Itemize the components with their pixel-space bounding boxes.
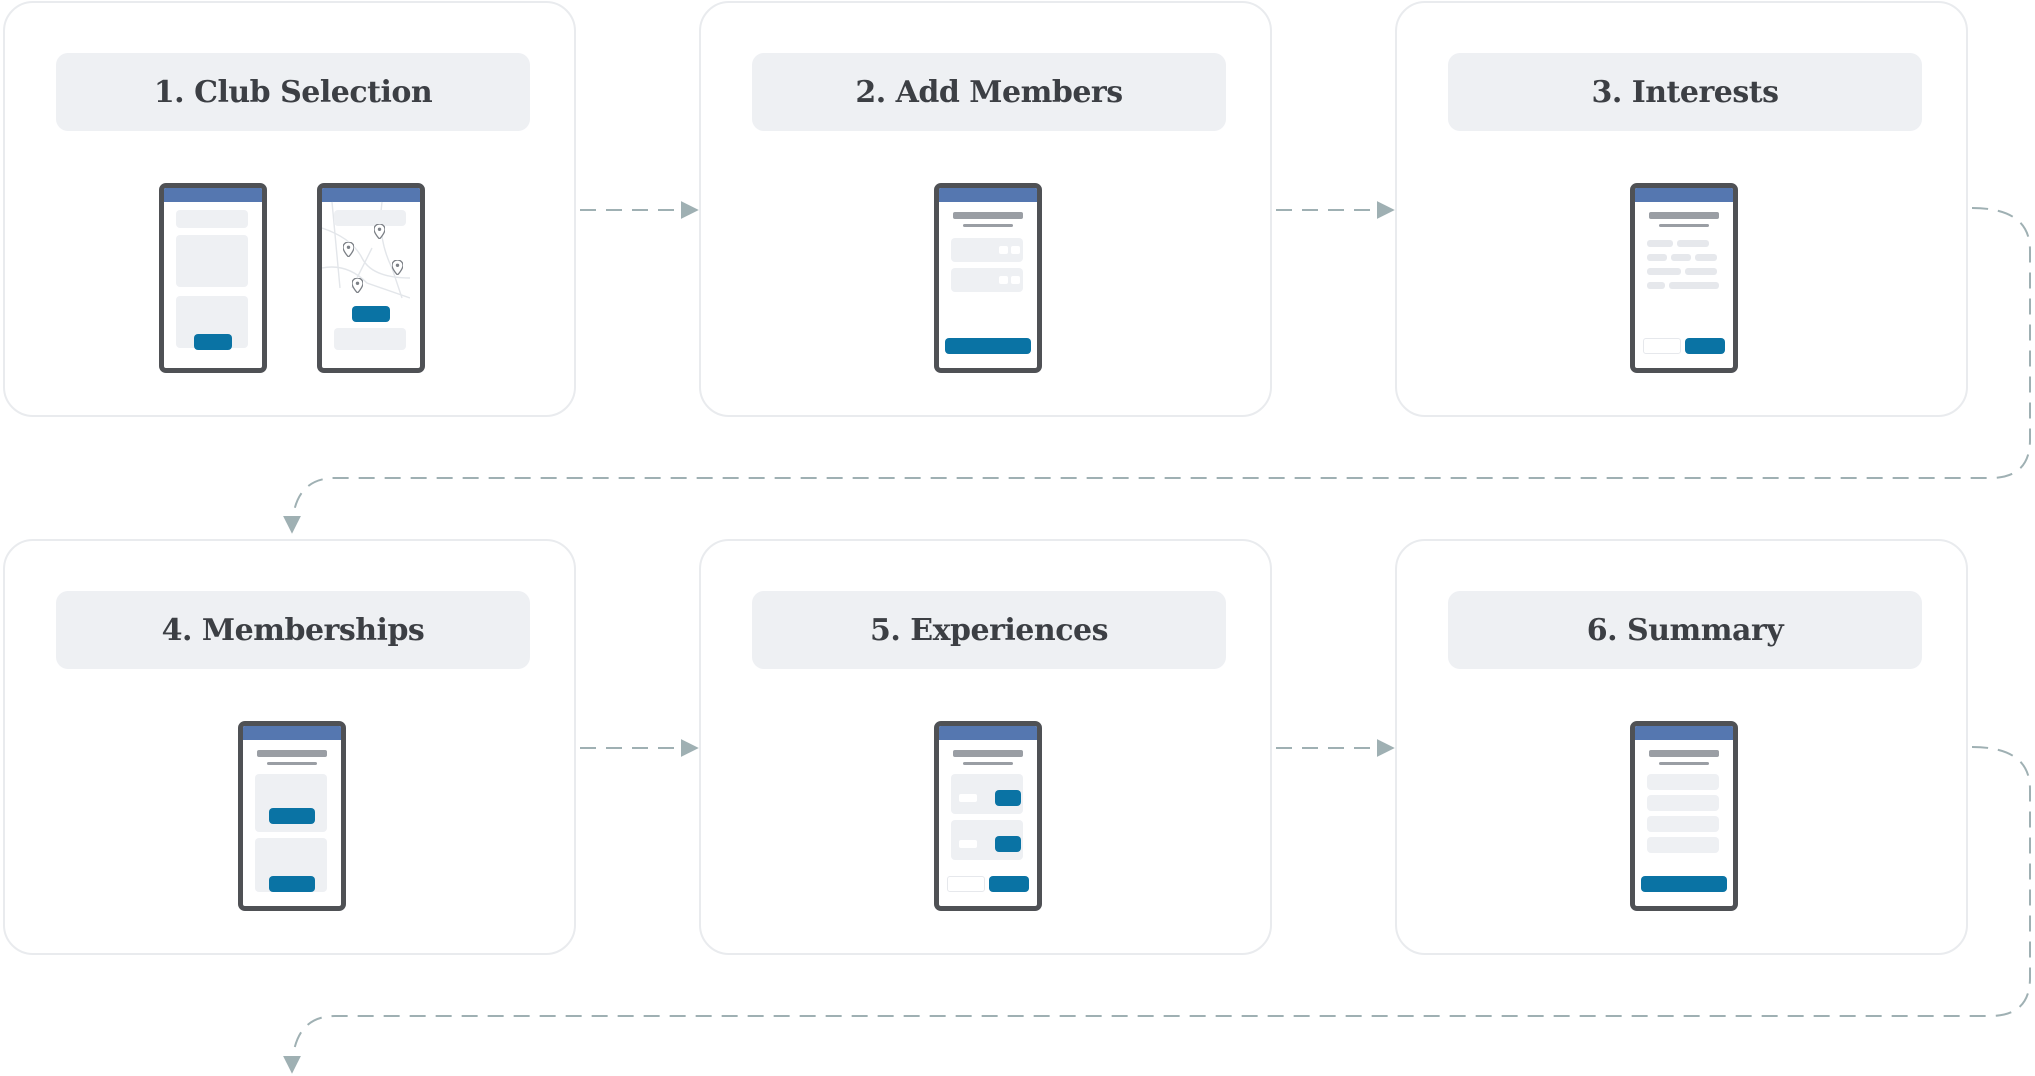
step-title-bar: 4. Memberships — [56, 591, 530, 669]
placeholder-secondary-button — [1642, 338, 1681, 354]
placeholder-button — [193, 334, 232, 350]
placeholder-chip — [1668, 282, 1719, 289]
placeholder-button — [988, 876, 1029, 892]
placeholder-chip — [1676, 240, 1709, 247]
placeholder-subheading — [962, 762, 1013, 765]
step-title-bar: 2. Add Members — [752, 53, 1226, 131]
step-card-memberships: 4. Memberships — [3, 539, 576, 955]
placeholder-subheading — [266, 762, 317, 765]
phone-group — [701, 183, 1274, 373]
placeholder-subheading — [1658, 224, 1709, 227]
placeholder-secondary-button — [946, 876, 985, 892]
phone-mockup-memberships — [237, 721, 346, 911]
map-pin-icon — [391, 260, 403, 275]
placeholder-button — [994, 790, 1021, 806]
step-title-bar: 5. Experiences — [752, 591, 1226, 669]
placeholder-button — [351, 306, 390, 322]
placeholder-chip — [1646, 240, 1673, 247]
placeholder-button — [268, 876, 315, 892]
placeholder-chip — [1684, 268, 1717, 275]
phone-group — [1397, 721, 1970, 911]
step-card-experiences: 5. Experiences — [699, 539, 1272, 955]
placeholder-summary-row — [1646, 795, 1719, 811]
placeholder-button — [268, 808, 315, 824]
phone-header-bar — [1634, 188, 1733, 202]
phone-header-bar — [938, 726, 1037, 740]
map-pin-icon — [342, 242, 354, 257]
step-card-club-selection: 1. Club Selection — [3, 1, 576, 417]
placeholder-heading — [256, 750, 327, 757]
placeholder-heading — [1648, 212, 1719, 219]
placeholder-chip — [1646, 268, 1681, 275]
placeholder-chip — [1646, 282, 1665, 289]
step-card-add-members: 2. Add Members — [699, 1, 1272, 417]
placeholder-button — [1684, 338, 1725, 354]
placeholder-button — [944, 338, 1031, 354]
placeholder-subheading — [1658, 762, 1709, 765]
placeholder-subheading — [962, 224, 1013, 227]
placeholder-control — [998, 276, 1008, 284]
step-title: 4. Memberships — [161, 612, 425, 648]
placeholder-button — [1640, 876, 1727, 892]
placeholder-button — [994, 836, 1021, 852]
step-card-interests: 3. Interests — [1395, 1, 1968, 417]
placeholder-heading — [952, 212, 1023, 219]
phone-group — [701, 721, 1274, 911]
phone-header-bar — [938, 188, 1037, 202]
placeholder-summary-row — [1646, 774, 1719, 790]
placeholder-heading — [1648, 750, 1719, 757]
placeholder-summary-row — [1646, 837, 1719, 853]
connector-6-next — [283, 746, 2031, 1074]
placeholder-chip — [1646, 254, 1667, 261]
step-card-summary: 6. Summary — [1395, 539, 1968, 955]
phone-mockup-club-list — [158, 183, 267, 373]
map-pin-icon — [351, 278, 363, 293]
placeholder-heading — [952, 750, 1023, 757]
step-title-bar: 3. Interests — [1448, 53, 1922, 131]
placeholder-text — [958, 840, 977, 848]
placeholder-chip — [1670, 254, 1691, 261]
phone-mockup-experiences — [933, 721, 1042, 911]
phone-group — [1397, 183, 1970, 373]
phone-header-bar — [321, 188, 420, 202]
step-title-bar: 6. Summary — [1448, 591, 1922, 669]
placeholder-control — [1010, 246, 1020, 254]
placeholder-control — [1010, 276, 1020, 284]
step-title: 1. Club Selection — [153, 74, 433, 110]
phone-mockup-interests — [1629, 183, 1738, 373]
phone-mockup-club-map — [316, 183, 425, 373]
placeholder-block — [175, 210, 248, 228]
map-pin-icon — [373, 224, 385, 239]
phone-mockup-summary — [1629, 721, 1738, 911]
phone-header-bar — [242, 726, 341, 740]
placeholder-text — [958, 794, 977, 802]
placeholder-chip — [1694, 254, 1717, 261]
phone-header-bar — [163, 188, 262, 202]
phone-header-bar — [1634, 726, 1733, 740]
step-title: 6. Summary — [1586, 612, 1784, 648]
step-title: 3. Interests — [1591, 74, 1779, 110]
placeholder-block — [333, 210, 406, 226]
phone-group — [5, 721, 578, 911]
placeholder-block — [333, 328, 406, 350]
step-title: 2. Add Members — [855, 74, 1123, 110]
step-title: 5. Experiences — [870, 612, 1108, 648]
phone-mockup-add-members — [933, 183, 1042, 373]
phone-group — [5, 183, 578, 373]
step-title-bar: 1. Club Selection — [56, 53, 530, 131]
placeholder-control — [998, 246, 1008, 254]
placeholder-summary-row — [1646, 816, 1719, 832]
placeholder-block — [175, 235, 248, 287]
